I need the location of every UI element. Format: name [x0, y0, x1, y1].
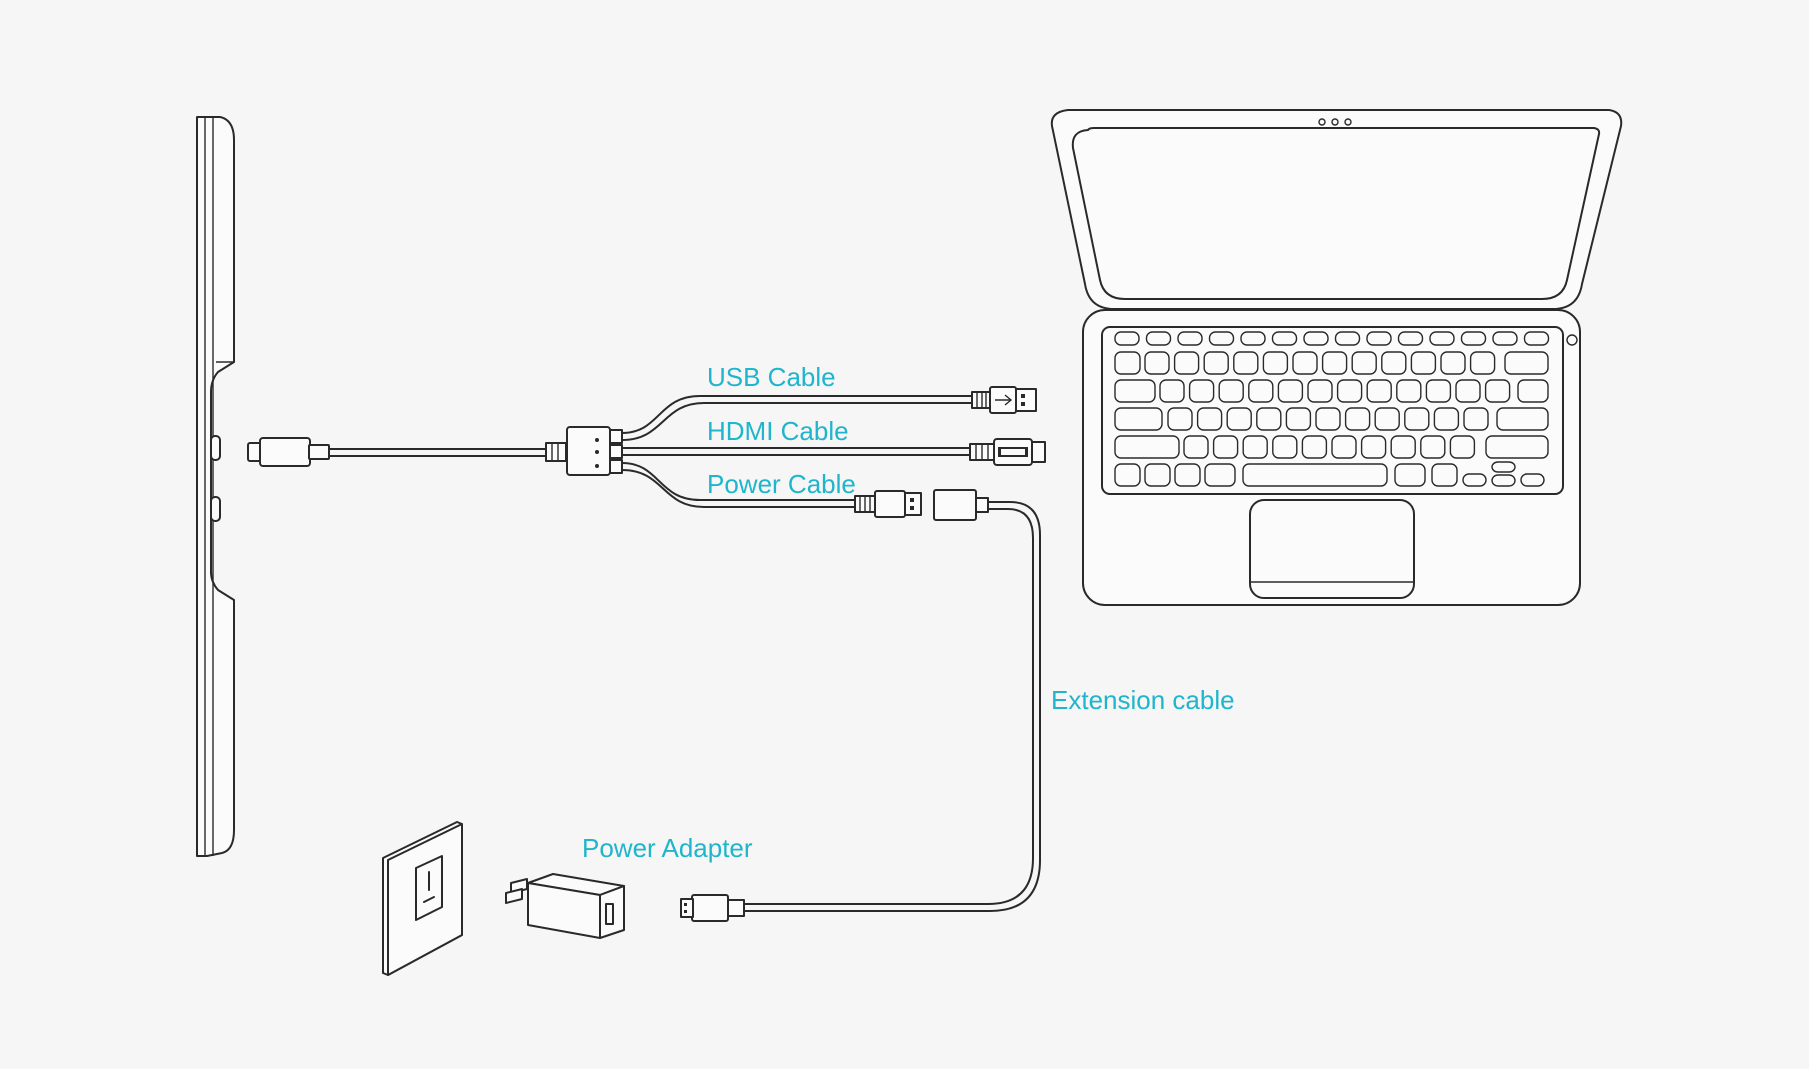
keyboard-key — [1307, 379, 1333, 403]
keyboard-key — [1381, 351, 1407, 375]
keyboard-key — [1292, 351, 1318, 375]
keyboard-key — [1174, 463, 1201, 487]
keyboard-key — [1351, 351, 1377, 375]
keyboard-key — [1212, 435, 1239, 459]
keyboard-key — [1463, 407, 1489, 431]
keyboard-key — [1248, 379, 1274, 403]
keyboard-key — [1256, 407, 1282, 431]
keyboard-key — [1144, 351, 1170, 375]
power-cable-label: Power Cable — [707, 469, 856, 499]
extension-cable — [680, 489, 1041, 922]
keyboard-key — [1145, 331, 1172, 346]
keyboard-key — [1321, 351, 1348, 375]
keyboard-key — [1114, 463, 1141, 487]
keyboard-key — [1315, 407, 1341, 431]
pen-display-icon — [196, 116, 235, 857]
keyboard-key — [1344, 407, 1371, 431]
extension-cable-label: Extension cable — [1051, 685, 1235, 715]
hdmi-cable-label: HDMI Cable — [707, 416, 849, 446]
keyboard-key — [1425, 379, 1452, 403]
keyboard-key — [1272, 435, 1298, 459]
keyboard-key — [1366, 331, 1392, 346]
keyboard-key — [1491, 461, 1516, 473]
keyboard-key — [1303, 331, 1329, 346]
keyboard-key — [1397, 331, 1424, 346]
keyboard-key — [1374, 407, 1400, 431]
keyboard-key — [1285, 407, 1312, 431]
keyboard-key — [1485, 435, 1549, 459]
keyboard-key — [1404, 407, 1430, 431]
keyboard-key — [1233, 351, 1259, 375]
keyboard-key — [1360, 435, 1387, 459]
power-usb-plug-icon — [854, 490, 922, 518]
keyboard-key — [1431, 463, 1458, 487]
keyboard-key — [1203, 351, 1229, 375]
keyboard-key — [1159, 379, 1185, 403]
keyboard-key — [1492, 331, 1518, 346]
keyboard-key — [1196, 407, 1223, 431]
keyboard-key — [1218, 379, 1244, 403]
keyboard-key — [1496, 407, 1549, 431]
keyboard-key — [1462, 473, 1487, 487]
keyboard-key — [1469, 351, 1496, 375]
keyboard-key — [1188, 379, 1215, 403]
keyboard-key — [1440, 351, 1466, 375]
keyboard-key — [1390, 435, 1416, 459]
keyboard-key — [1336, 379, 1363, 403]
keyboard-key — [1204, 463, 1236, 487]
keyboard-key — [1429, 331, 1455, 346]
keyboard-key — [1420, 435, 1446, 459]
keyboard-key — [1114, 379, 1156, 403]
keyboard-key — [1433, 407, 1460, 431]
keyboard-key — [1504, 351, 1549, 375]
keyboard-key — [1262, 351, 1289, 375]
usb-plug-icon — [971, 386, 1037, 414]
keyboard-key — [1144, 463, 1171, 487]
keyboard-key — [1167, 407, 1193, 431]
keyboard-key — [1240, 331, 1266, 346]
keyboard-key — [1301, 435, 1328, 459]
keyboard-key — [1331, 435, 1357, 459]
keyboard-key — [1520, 473, 1545, 487]
keyboard-key — [1517, 379, 1549, 403]
keyboard-key — [1394, 463, 1426, 487]
keyboard-key — [1242, 435, 1268, 459]
keyboard-key — [1484, 379, 1511, 403]
keyboard-key — [1271, 331, 1298, 346]
hdmi-plug-icon — [969, 438, 1046, 466]
keyboard-key — [1177, 331, 1203, 346]
keyboard-key — [1114, 435, 1180, 459]
extension-usb-plug-icon — [680, 894, 745, 922]
keyboard-key — [1183, 435, 1209, 459]
keyboard-key — [1410, 351, 1437, 375]
wall-socket-icon — [382, 821, 463, 976]
keyboard-key — [1460, 331, 1487, 346]
laptop-icon — [1050, 109, 1623, 606]
three-in-one-cable — [247, 386, 1046, 518]
keyboard-key — [1173, 351, 1200, 375]
keyboard-key — [1396, 379, 1422, 403]
keyboard-key — [1114, 331, 1140, 346]
keyboard-key — [1208, 331, 1235, 346]
keyboard-key — [1277, 379, 1304, 403]
usb-c-plug-icon — [247, 437, 330, 467]
keyboard-key — [1523, 331, 1550, 346]
power-adapter-label: Power Adapter — [582, 833, 753, 863]
keyboard-key — [1114, 351, 1141, 375]
keyboard-key — [1366, 379, 1392, 403]
keyboard-key — [1449, 435, 1476, 459]
keyboard-key — [1242, 463, 1388, 487]
usb-cable-label: USB Cable — [707, 362, 836, 392]
keyboard-key — [1114, 407, 1163, 431]
keyboard-key — [1491, 474, 1516, 487]
keyboard — [1114, 331, 1550, 487]
keyboard-key — [1226, 407, 1252, 431]
keyboard-key — [1334, 331, 1361, 346]
keyboard-key — [1455, 379, 1481, 403]
power-adapter-icon — [505, 873, 625, 939]
